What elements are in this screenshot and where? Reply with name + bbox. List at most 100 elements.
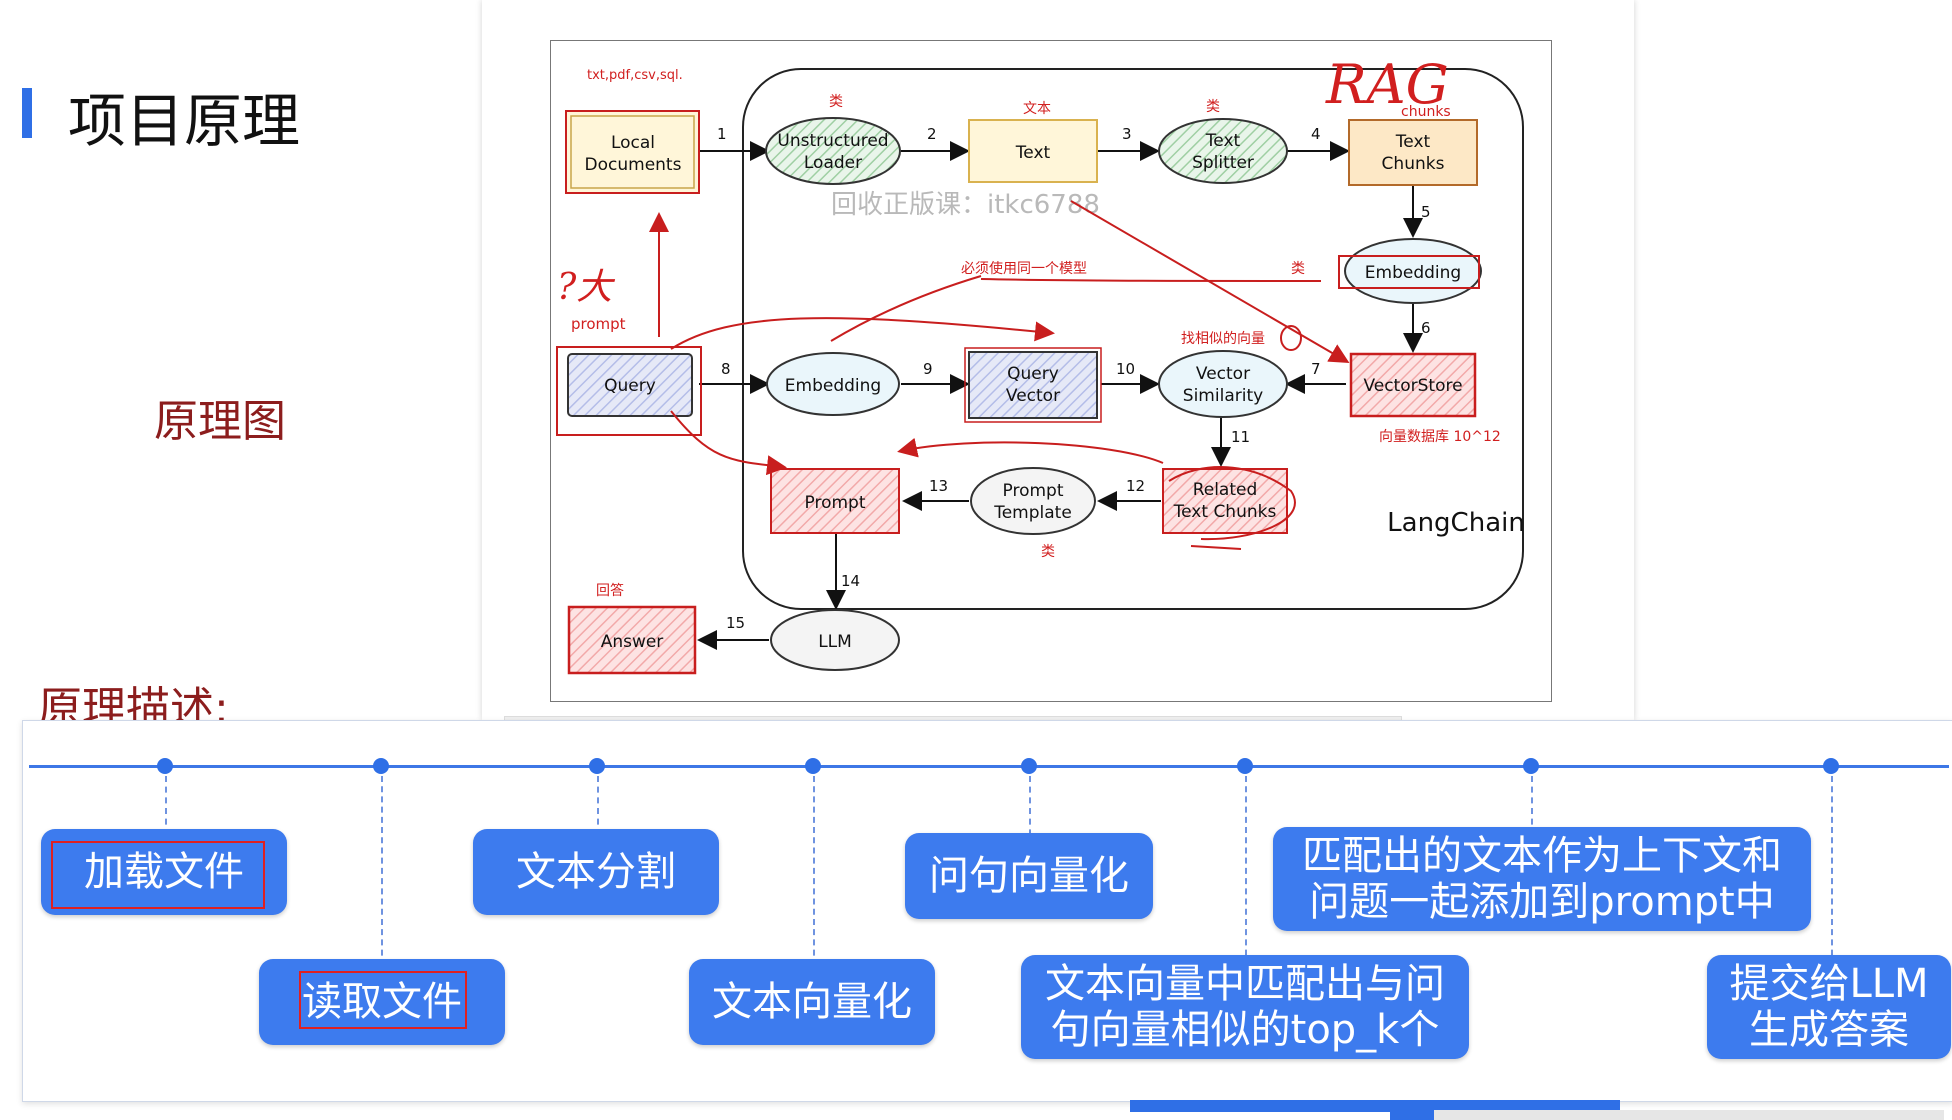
node-query: [567, 353, 693, 417]
node-answer: [567, 605, 697, 675]
edge-number-6: 6: [1421, 319, 1431, 337]
node-vector-similarity: [1158, 350, 1288, 418]
node-answer-label: Answer: [601, 632, 664, 652]
edge-number-3: 3: [1122, 125, 1132, 143]
node-llm-label: LLM: [818, 632, 852, 652]
node-text-splitter: [1158, 118, 1288, 184]
node-unstructured-loader: [765, 117, 901, 185]
step-highlight-frame: [51, 841, 265, 909]
node-related-text-chunks: [1162, 468, 1288, 534]
step-highlight-frame: [299, 971, 467, 1029]
node-local-documents-line1: Local: [611, 133, 655, 153]
node-query-label: Query: [604, 376, 656, 396]
timeline-connector: [1029, 776, 1031, 846]
timeline-connector: [597, 776, 599, 846]
step-submit-llm[interactable]: 提交给LLM 生成答案: [1707, 955, 1951, 1059]
timeline-dot: [589, 758, 605, 774]
edge-number-5: 5: [1421, 203, 1431, 221]
step-topk-match[interactable]: 文本向量中匹配出与问 句向量相似的top_k个: [1021, 955, 1469, 1059]
node-prompt-template: [970, 467, 1096, 535]
annotation-prompt: prompt: [571, 315, 626, 333]
step-text-vectorize[interactable]: 文本向量化: [689, 959, 935, 1045]
langchain-label: LangChain: [1387, 508, 1525, 538]
node-embedding-top-label: Embedding: [1365, 263, 1461, 283]
node-text-splitter-line2: Splitter: [1192, 153, 1254, 173]
node-prompt-label: Prompt: [805, 493, 866, 513]
node-text-splitter-line1: Text: [1205, 131, 1241, 151]
timeline-connector: [1245, 776, 1247, 976]
node-query-vector-line1: Query: [1007, 364, 1059, 384]
timeline-dot: [373, 758, 389, 774]
timeline-connector: [165, 776, 167, 846]
langchain-container: [742, 68, 1524, 610]
annotation-class-2: 类: [1206, 99, 1220, 115]
edge-number-12: 12: [1126, 477, 1145, 495]
timeline-panel: 加载文件 读取文件 文本分割 文本向量化 问句向量化 文本向量中匹配出与问 句向…: [22, 720, 1952, 1102]
annotation-find-similar: 找相似的向量: [1181, 331, 1265, 347]
timeline-line: [29, 765, 1949, 768]
node-vector-similarity-line2: Similarity: [1183, 386, 1263, 406]
step-query-vectorize[interactable]: 问句向量化: [905, 833, 1153, 919]
node-text-chunks-line2: Chunks: [1382, 154, 1445, 174]
node-query-vector: [968, 351, 1098, 419]
node-unstructured-loader-line2: Loader: [804, 153, 862, 173]
step-label-line2: 问题一起添加到prompt中: [1309, 879, 1775, 925]
step-label: 加载文件: [84, 849, 244, 895]
node-embedding-query-label: Embedding: [785, 376, 881, 396]
rag-diagram-svg: LangChain RAG 回收正版课：itkc6788 txt,pdf,csv…: [556, 53, 1525, 675]
node-query-frame: [556, 346, 702, 436]
annotation-class-3: 类: [1291, 261, 1305, 277]
node-text: [968, 119, 1098, 183]
node-text-chunks-line1: Text: [1395, 132, 1431, 152]
step-text-split[interactable]: 文本分割: [473, 829, 719, 915]
node-query-vector-line2: Vector: [1006, 386, 1060, 406]
step-label: 读取文件: [302, 979, 462, 1025]
timeline-dot: [805, 758, 821, 774]
node-prompt-template-line1: Prompt: [1003, 481, 1064, 501]
edge-number-15: 15: [726, 614, 745, 632]
node-local-documents-line2: Documents: [585, 155, 682, 175]
annotation-same-model: 必须使用同一个模型: [961, 260, 1087, 277]
timeline-connector: [813, 776, 815, 976]
annotation-question: ?大: [557, 267, 615, 308]
step-load-file[interactable]: 加载文件: [41, 829, 287, 915]
rag-handwritten-title: RAG: [1325, 53, 1449, 116]
bottom-strip: [1130, 1100, 1620, 1112]
edge-number-2: 2: [927, 125, 937, 143]
step-label-line2: 生成答案: [1749, 1007, 1909, 1053]
annotation-text-cn: 文本: [1023, 101, 1051, 117]
rag-diagram: LangChain RAG 回收正版课：itkc6788 txt,pdf,csv…: [550, 40, 1552, 702]
node-vector-store: [1349, 352, 1477, 418]
annotation-chunks: chunks: [1401, 104, 1451, 120]
annotation-class-4: 类: [1041, 544, 1055, 560]
page-title: 项目原理: [68, 87, 301, 155]
timeline-dot: [1237, 758, 1253, 774]
step-label-line1: 匹配出的文本作为上下文和: [1302, 833, 1782, 879]
timeline-dot: [1523, 758, 1539, 774]
step-label: 文本分割: [516, 849, 676, 895]
step-label-line2: 句向量相似的top_k个: [1050, 1007, 1440, 1053]
edge-number-7: 7: [1311, 360, 1321, 378]
node-vector-similarity-line1: Vector: [1196, 364, 1250, 384]
annotation-answer-cn: 回答: [596, 582, 624, 599]
node-text-label: Text: [1015, 143, 1051, 163]
watermark-text: 回收正版课：itkc6788: [831, 190, 1100, 220]
timeline-connector: [1831, 776, 1833, 976]
step-context-to-prompt[interactable]: 匹配出的文本作为上下文和 问题一起添加到prompt中: [1273, 827, 1811, 931]
annotation-class-1: 类: [829, 94, 843, 110]
edge-number-11: 11: [1231, 428, 1250, 446]
title-accent-bar: [22, 88, 32, 138]
timeline-connector: [1531, 776, 1533, 846]
edge-number-14: 14: [841, 572, 860, 590]
node-prompt-template-line2: Template: [993, 503, 1072, 523]
edge-number-9: 9: [923, 360, 933, 378]
node-llm: [770, 609, 900, 671]
edge-number-8: 8: [721, 360, 731, 378]
edge-number-4: 4: [1311, 125, 1321, 143]
diagram-label: 原理图: [154, 396, 286, 447]
node-embedding-query: [766, 352, 900, 416]
node-text-chunks: [1348, 119, 1478, 186]
annotation-file-types: txt,pdf,csv,sql.: [587, 68, 683, 83]
step-label: 问句向量化: [929, 853, 1129, 899]
node-prompt: [770, 468, 900, 534]
